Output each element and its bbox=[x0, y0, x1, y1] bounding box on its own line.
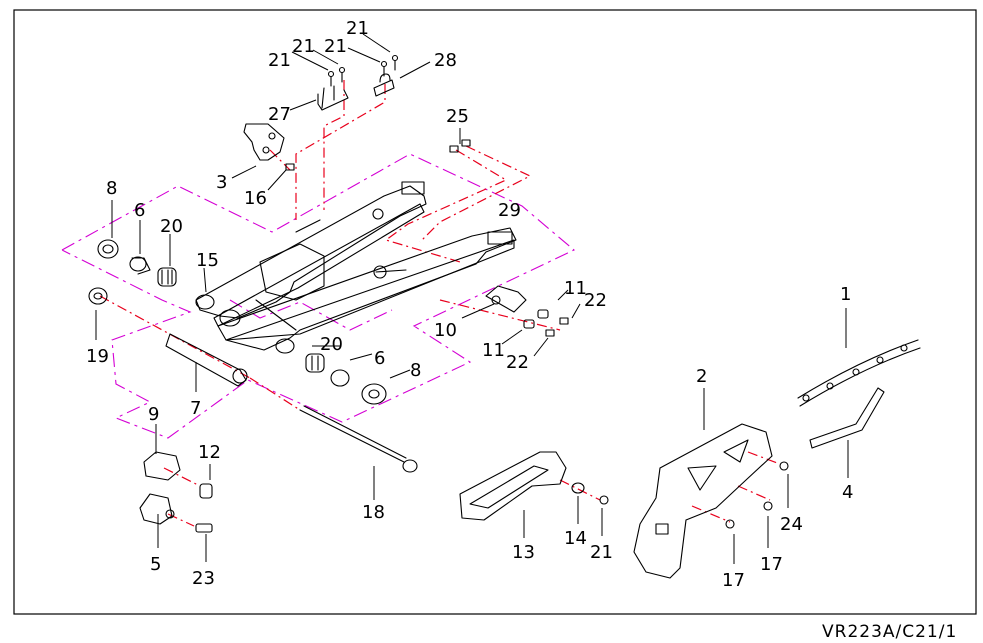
callout-10: 10 bbox=[434, 320, 457, 341]
callout-21: 21 bbox=[268, 50, 291, 71]
pivot-parts-left bbox=[88, 239, 248, 387]
callout-29: 29 bbox=[498, 200, 521, 221]
callout-21: 21 bbox=[346, 18, 369, 39]
chain-guide-bracket-3 bbox=[243, 123, 295, 171]
callout-24: 24 bbox=[780, 514, 803, 535]
callout-7: 7 bbox=[190, 398, 201, 419]
callout-16: 16 bbox=[244, 188, 267, 209]
callout-1: 1 bbox=[840, 284, 851, 305]
callout-5: 5 bbox=[150, 554, 161, 575]
callout-25: 25 bbox=[446, 106, 469, 127]
callout-28: 28 bbox=[434, 50, 457, 71]
zone-swingarm-left bbox=[61, 153, 576, 439]
callout-12: 12 bbox=[198, 442, 221, 463]
chain-guide-13 bbox=[459, 451, 609, 521]
chain-guard-2 bbox=[633, 423, 789, 579]
callout-8: 8 bbox=[106, 178, 117, 199]
callout-22: 22 bbox=[506, 352, 529, 373]
callout-9: 9 bbox=[148, 404, 159, 425]
callout-2: 2 bbox=[696, 366, 707, 387]
callout-18: 18 bbox=[362, 502, 385, 523]
callout-17: 17 bbox=[722, 570, 745, 591]
callout-21: 21 bbox=[292, 36, 315, 57]
pivot-parts-right bbox=[305, 353, 387, 405]
adjuster-parts bbox=[449, 139, 569, 337]
bracket-28 bbox=[373, 54, 399, 97]
guide-plate-4 bbox=[809, 387, 885, 449]
callout-21: 21 bbox=[324, 36, 347, 57]
pivot-bolt-18 bbox=[299, 405, 418, 473]
callout-14: 14 bbox=[564, 528, 587, 549]
callout-6: 6 bbox=[134, 200, 145, 221]
callout-21: 21 bbox=[590, 542, 613, 563]
callout-20: 20 bbox=[320, 334, 343, 355]
callout-27: 27 bbox=[268, 104, 291, 125]
callout-8: 8 bbox=[410, 360, 421, 381]
callout-11: 11 bbox=[564, 278, 587, 299]
callout-15: 15 bbox=[196, 250, 219, 271]
callout-13: 13 bbox=[512, 542, 535, 563]
callouts: 21 21 21 21 28 27 25 3 16 29 8 6 20 15 1… bbox=[86, 18, 853, 591]
callout-19: 19 bbox=[86, 346, 109, 367]
callout-20: 20 bbox=[160, 216, 183, 237]
callout-4: 4 bbox=[842, 482, 853, 503]
callout-23: 23 bbox=[192, 568, 215, 589]
bracket-27 bbox=[317, 66, 349, 111]
leader-lines bbox=[95, 33, 849, 564]
drawing-code: VR223A/C21/1 bbox=[822, 622, 957, 642]
swingarm bbox=[195, 181, 517, 354]
drawing-border bbox=[13, 9, 977, 615]
callout-3: 3 bbox=[216, 172, 227, 193]
callout-22: 22 bbox=[584, 290, 607, 311]
callout-17: 17 bbox=[760, 554, 783, 575]
callout-6: 6 bbox=[374, 348, 385, 369]
drive-chain-1 bbox=[797, 339, 921, 407]
small-blocks bbox=[139, 451, 213, 533]
callout-11: 11 bbox=[482, 340, 505, 361]
